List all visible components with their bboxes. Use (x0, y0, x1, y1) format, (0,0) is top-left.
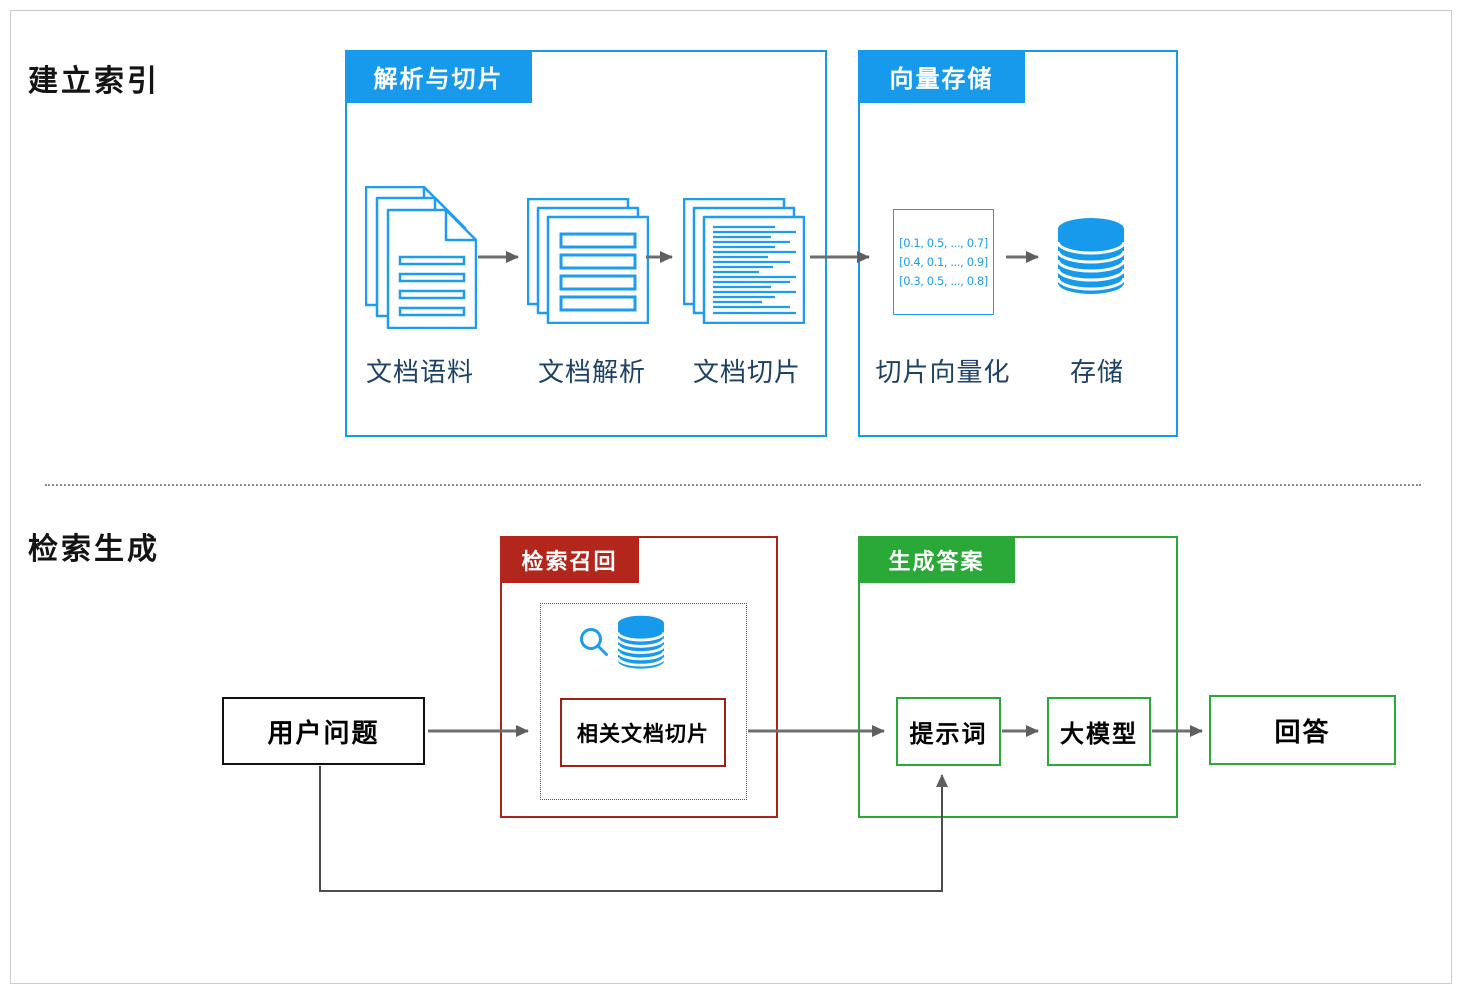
vectorize-label: 切片向量化 (875, 357, 1011, 387)
prompt-node: 提示词 (896, 697, 1001, 766)
generate-answer-box: 生成答案 提示词 大模型 (858, 536, 1178, 818)
model-node: 大模型 (1047, 697, 1151, 766)
store-label: 存储 (1069, 357, 1124, 387)
corpus-documents-icon (365, 186, 477, 329)
answer-node: 回答 (1209, 695, 1396, 765)
parsed-documents-icon (527, 198, 649, 324)
section-divider (45, 484, 1421, 486)
sliced-documents-icon (683, 198, 805, 324)
retrieval-recall-header: 检索召回 (500, 536, 639, 583)
vector-storage-box: 向量存储 [0.1, 0.5, ..., 0.7] [0.4, 0.1, ...… (858, 50, 1178, 437)
search-icon (580, 628, 608, 656)
vector-matrix-box: [0.1, 0.5, ..., 0.7] [0.4, 0.1, ..., 0.9… (893, 209, 994, 315)
generate-answer-header: 生成答案 (858, 536, 1015, 583)
vector-row: [0.3, 0.5, ..., 0.8] (899, 273, 988, 288)
user-question-node: 用户问题 (222, 697, 425, 765)
database-icon (1057, 218, 1125, 294)
database-small-icon (617, 615, 665, 669)
vector-storage-header: 向量存储 (858, 50, 1025, 103)
related-chunks-node: 相关文档切片 (560, 698, 726, 767)
section-title-indexing: 建立索引 (28, 65, 160, 98)
section-title-retrieval: 检索生成 (28, 533, 160, 566)
retrieval-recall-box: 检索召回 相关文档切片 (500, 536, 778, 818)
slice-label: 文档切片 (692, 357, 801, 387)
parse-slice-box: 解析与切片 (345, 50, 827, 437)
vector-row: [0.4, 0.1, ..., 0.9] (899, 254, 988, 269)
parse-label: 文档解析 (537, 357, 646, 387)
vector-row: [0.1, 0.5, ..., 0.7] (899, 235, 988, 250)
parse-slice-header: 解析与切片 (345, 50, 532, 103)
corpus-label: 文档语料 (365, 357, 474, 387)
